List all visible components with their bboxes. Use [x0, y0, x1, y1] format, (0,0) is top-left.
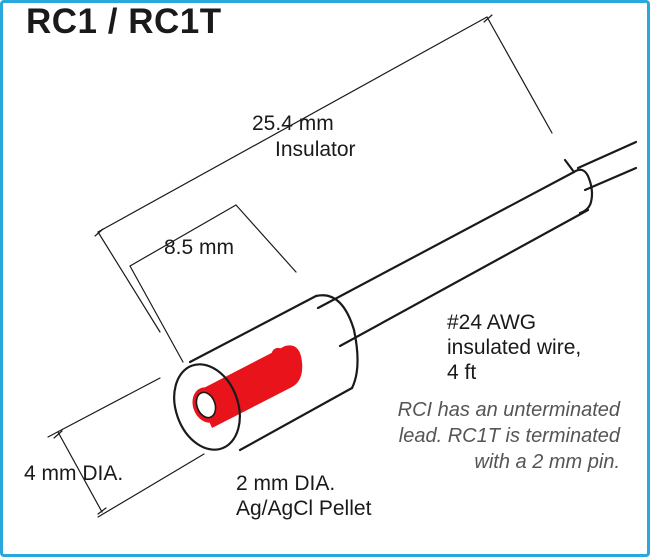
- pellet-length-value: 8.5 mm: [164, 236, 235, 259]
- note-line2: lead. RC1T is terminated: [398, 425, 620, 447]
- pellet: [196, 345, 303, 428]
- wire-gauge-line3: 4 ft: [447, 361, 477, 384]
- pellet-material-label: Ag/AgCl Pellet: [236, 497, 372, 520]
- termination-note: RCI has an unterminated lead. RC1T is te…: [398, 397, 620, 475]
- dimension-insulator-length: [94, 14, 553, 333]
- insulator-label: Insulator: [275, 138, 356, 161]
- dimension-pellet-length: [129, 204, 297, 363]
- diagram-title: RC1 / RC1T: [26, 2, 222, 41]
- note-line3: with a 2 mm pin.: [474, 451, 620, 473]
- insulator-length-value: 25.4 mm: [252, 112, 334, 135]
- wire-gauge-line1: #24 AWG: [447, 311, 537, 334]
- insulator-front-rim: [173, 363, 241, 451]
- dimension-diameter: [47, 377, 205, 518]
- wire-gauge-line2: insulated wire,: [447, 336, 582, 359]
- pellet-diameter-label: 2 mm DIA.: [236, 472, 336, 495]
- lead-wires: [576, 140, 638, 192]
- insulator-diameter-label: 4 mm DIA.: [24, 462, 124, 485]
- insulator-body: [188, 294, 359, 452]
- note-line1: RCI has an unterminated: [397, 399, 620, 421]
- rear-sleeve: [563, 158, 594, 215]
- insulated-wire: [316, 170, 590, 348]
- pellet-end-face: [192, 387, 222, 423]
